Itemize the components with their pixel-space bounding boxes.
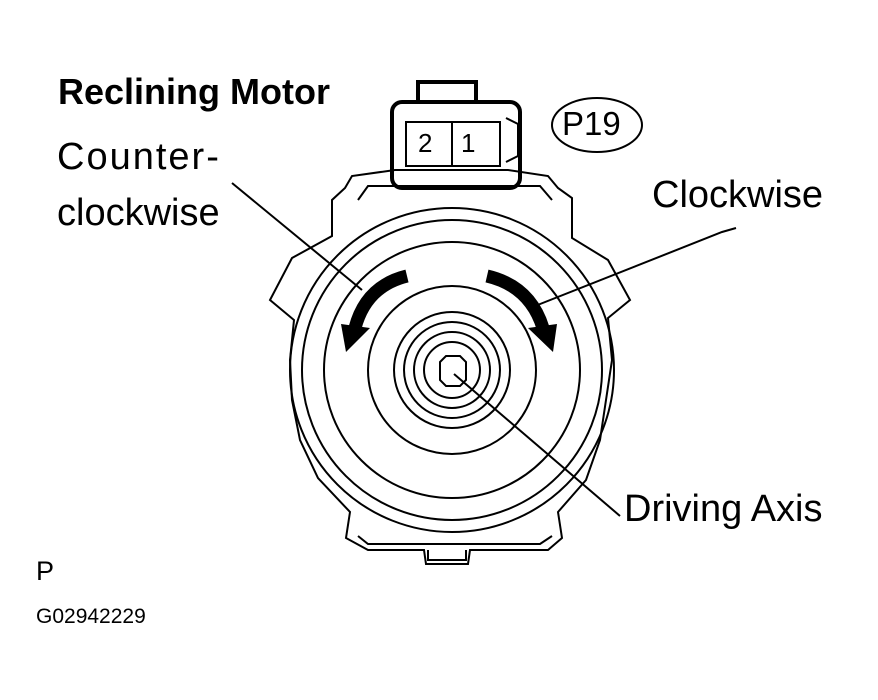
counterclockwise-label-line1: Counter- — [57, 136, 221, 178]
outer-ring — [289, 207, 615, 533]
driving-axis-shaft — [439, 355, 467, 387]
connector-body — [390, 100, 522, 190]
driving-axis-label: Driving Axis — [624, 488, 823, 530]
counterclockwise-arrow — [348, 269, 409, 330]
clockwise-label: Clockwise — [652, 174, 824, 216]
connector-code: P19 — [562, 105, 621, 142]
ccw-leader-line — [231, 182, 363, 291]
diagram-title: Reclining Motor — [58, 71, 330, 112]
connector-pin-2: 2 — [418, 128, 433, 158]
counterclockwise-label-line2: clockwise — [57, 192, 220, 234]
connector-code-ellipse — [551, 97, 643, 153]
inner-ring — [367, 285, 537, 455]
clockwise-arrow — [485, 269, 550, 331]
axis-leader-line — [453, 373, 621, 517]
connector-pin-1: 1 — [461, 128, 476, 158]
cw-leader-line — [529, 227, 737, 309]
footer-letter: P — [36, 556, 55, 586]
figure-id: G02942229 — [36, 605, 146, 628]
